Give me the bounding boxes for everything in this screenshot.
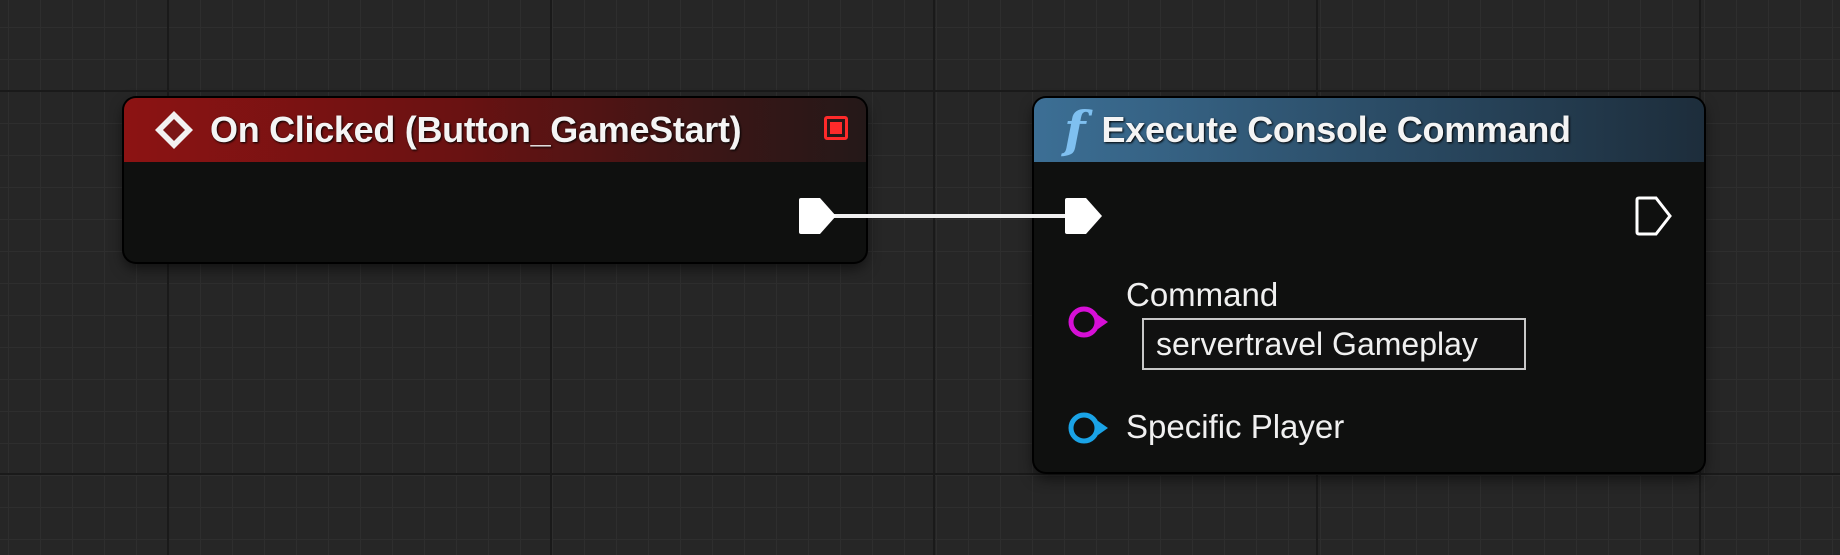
- function-node-header[interactable]: f Execute Console Command: [1034, 98, 1704, 162]
- exec-in-pin-filled[interactable]: [1065, 198, 1102, 234]
- function-f-icon: f: [1064, 100, 1086, 159]
- event-node-on-clicked[interactable]: On Clicked (Button_GameStart): [124, 98, 866, 262]
- function-node-execute-console-command[interactable]: f Execute Console Command: [1034, 98, 1704, 472]
- exec-out-pin-empty[interactable]: [1635, 196, 1672, 236]
- string-pin-icon[interactable]: [1068, 306, 1108, 338]
- command-value-input[interactable]: servertravel Gameplay: [1142, 318, 1526, 370]
- exec-out-pin-filled[interactable]: [799, 198, 836, 234]
- event-diamond-icon: [155, 111, 193, 149]
- event-node-title: On Clicked (Button_GameStart): [210, 109, 742, 150]
- event-node-header[interactable]: On Clicked (Button_GameStart): [124, 98, 866, 162]
- delegate-pin[interactable]: [824, 116, 848, 140]
- delegate-square-icon: [830, 122, 842, 134]
- specific-player-pin-label: Specific Player: [1126, 408, 1345, 445]
- function-node-title: Execute Console Command: [1101, 109, 1572, 150]
- command-pin-label: Command: [1126, 276, 1279, 313]
- object-pin-icon[interactable]: [1068, 412, 1108, 444]
